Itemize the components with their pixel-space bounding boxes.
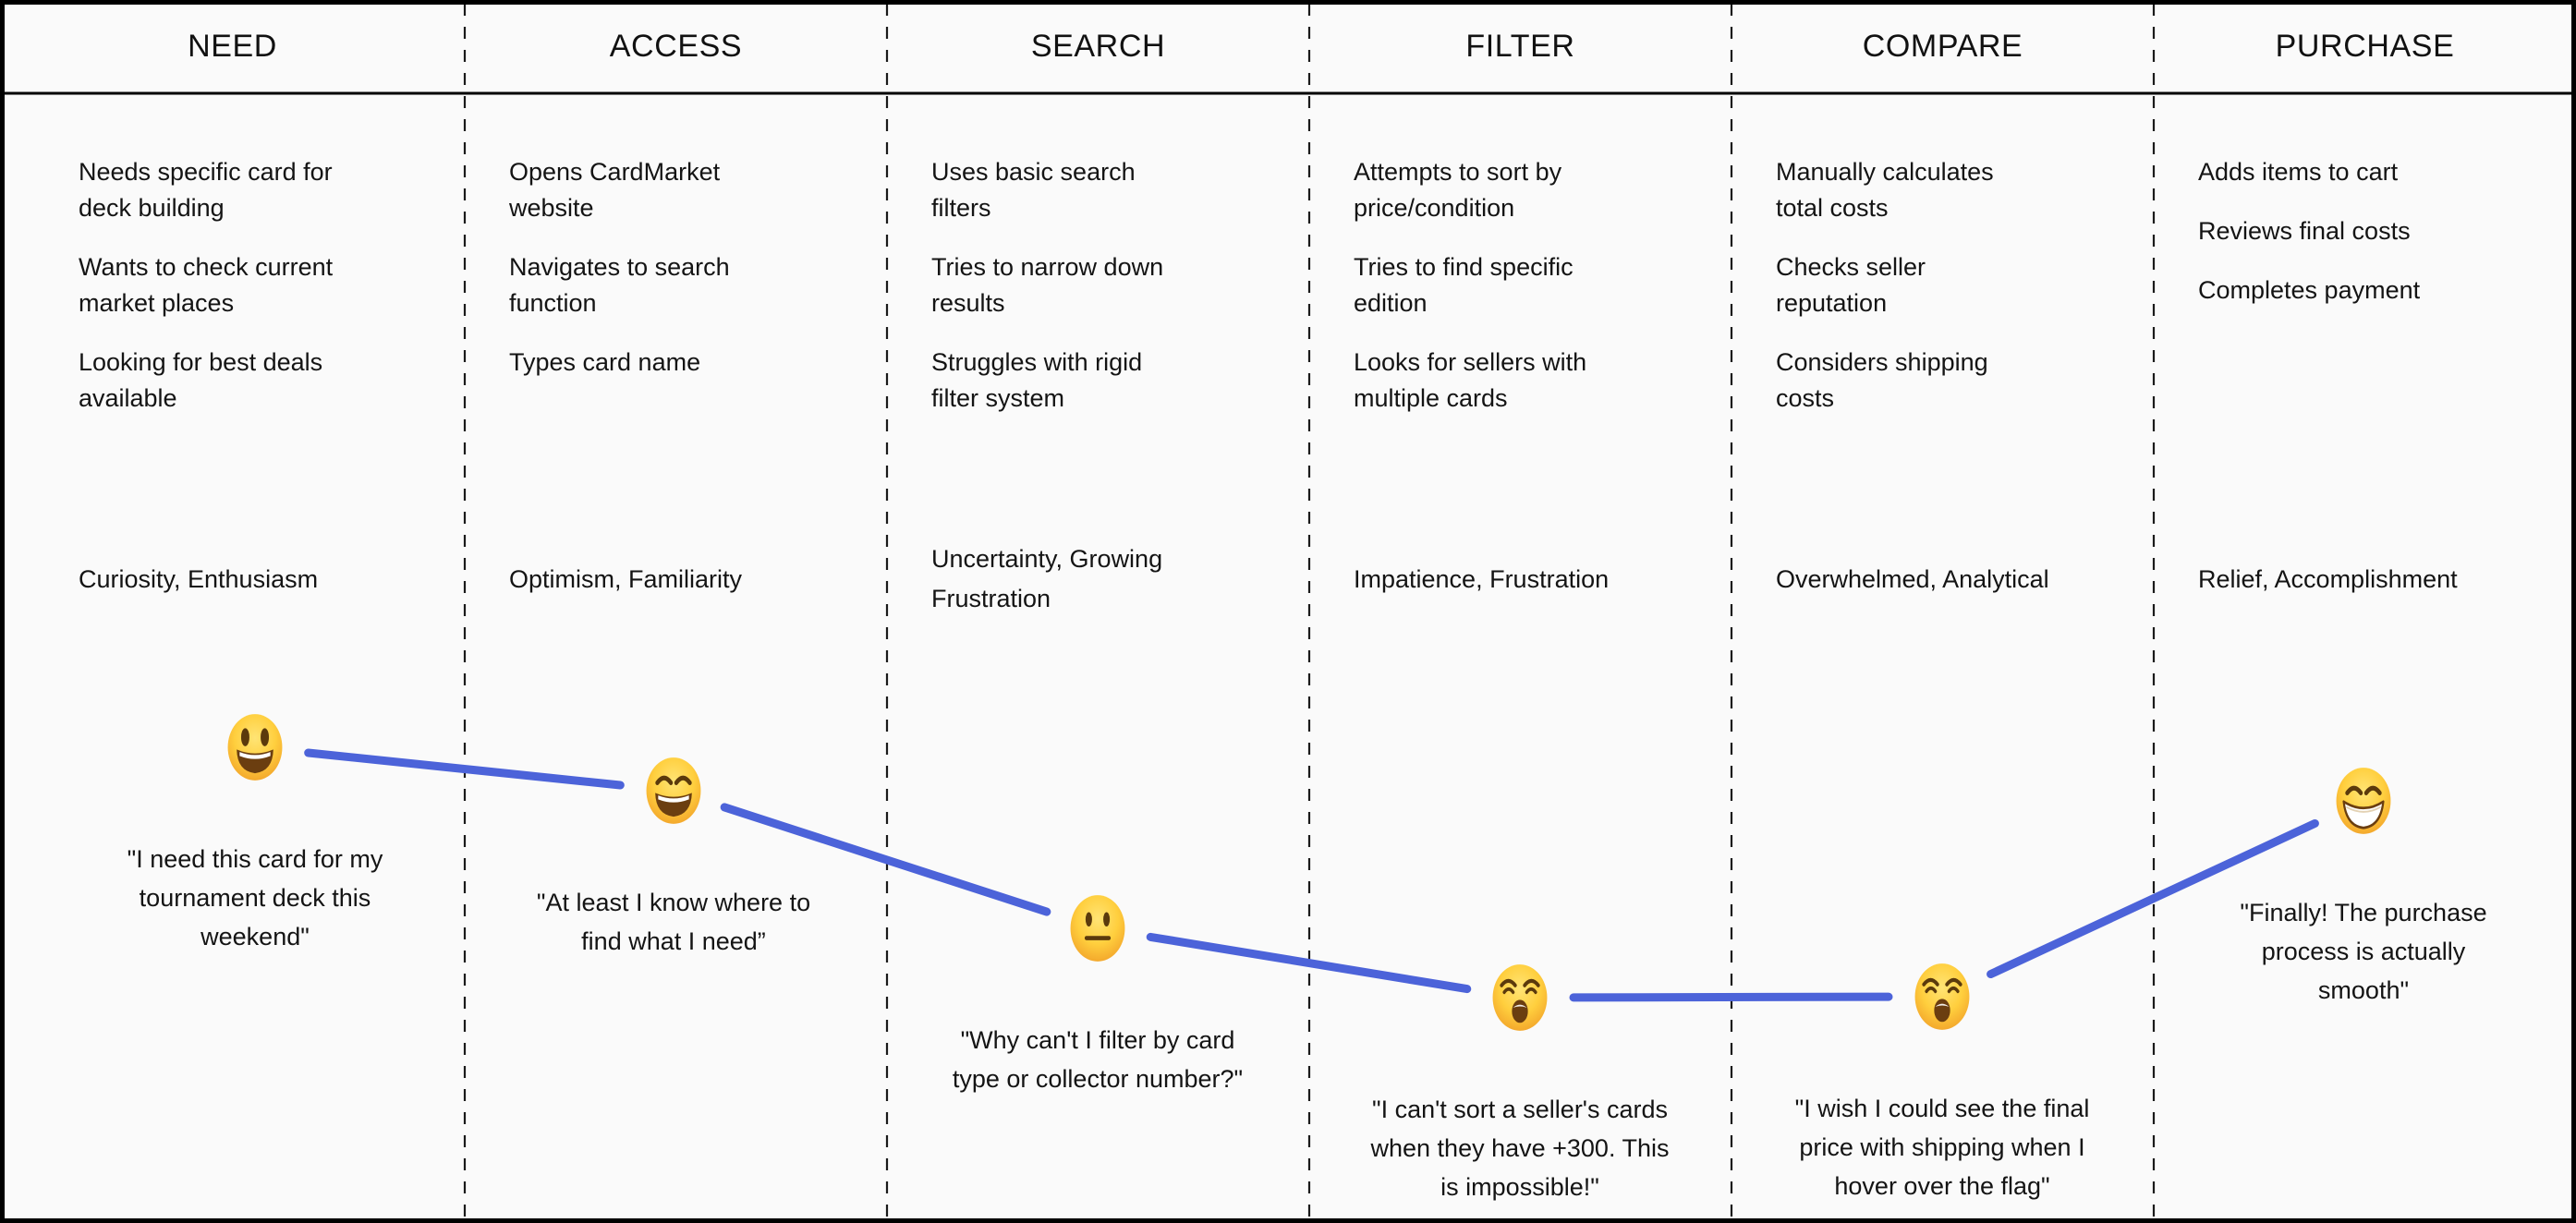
stage-column-need: NEED Needs specific card for deck buildi…: [0, 0, 465, 1223]
stage-title: ACCESS: [609, 29, 743, 64]
emotion-emoji-weary-face-icon: [1913, 961, 1972, 1033]
action-item: Tries to find specific edition: [1354, 253, 1574, 317]
action-item: Looking for best deals available: [79, 348, 323, 412]
action-item: Attempts to sort by price/condition: [1354, 158, 1562, 222]
stage-actions: Attempts to sort by price/condition Trie…: [1354, 154, 1707, 440]
action-item: Opens CardMarket website: [509, 158, 721, 222]
action-item: Wants to check current market places: [79, 253, 334, 317]
action-item: Looks for sellers with multiple cards: [1354, 348, 1587, 412]
action-item: Considers shipping costs: [1776, 348, 1988, 412]
stage-emotions-label: Impatience, Frustration: [1354, 564, 1610, 593]
action-item: Types card name: [509, 348, 701, 376]
stage-column-access: ACCESS Opens CardMarket website Navigate…: [465, 0, 887, 1223]
stage-title: FILTER: [1465, 29, 1575, 64]
emotion-emoji-neutral-face-icon: [1068, 892, 1127, 964]
action-item: Struggles with rigid filter system: [931, 348, 1143, 412]
stage-actions: Needs specific card for deck building Wa…: [79, 154, 441, 440]
action-item: Manually calculates total costs: [1776, 158, 1994, 222]
stage-title: COMPARE: [1862, 29, 2023, 64]
emotion-emoji-weary-face-icon: [1490, 962, 1549, 1034]
action-item: Checks seller reputation: [1776, 253, 1926, 317]
action-item: Navigates to search function: [509, 253, 730, 317]
stage-column-filter: FILTER Attempts to sort by price/conditi…: [1309, 0, 1732, 1223]
action-item: Reviews final costs: [2198, 217, 2411, 245]
stage-quote: "At least I know where to find what I ne…: [536, 889, 811, 955]
action-item: Completes payment: [2198, 276, 2421, 304]
stage-title: SEARCH: [1030, 29, 1166, 64]
stage-quote: "I wish I could see the final price with…: [1794, 1095, 2090, 1200]
stage-title: NEED: [188, 29, 277, 64]
stage-emotions-label: Curiosity, Enthusiasm: [79, 564, 319, 593]
stage-emotions-label: Uncertainty, Growing Frustration: [931, 545, 1163, 612]
stage-quote: "I can't sort a seller's cards when they…: [1370, 1096, 1670, 1201]
stage-actions: Manually calculates total costs Checks s…: [1776, 154, 2130, 440]
stage-emotions-label: Relief, Accomplishment: [2198, 564, 2458, 593]
stage-column-search: SEARCH Uses basic search filters Tries t…: [887, 0, 1309, 1223]
stage-quote: "I need this card for my tournament deck…: [127, 845, 383, 951]
action-item: Tries to narrow down results: [931, 253, 1164, 317]
stage-actions: Uses basic search filters Tries to narro…: [931, 154, 1285, 440]
emotion-emoji-grinning-face-icon: [225, 711, 285, 783]
action-item: Needs specific card for deck building: [79, 158, 333, 222]
stage-emotions-label: Optimism, Familiarity: [509, 564, 743, 593]
emotion-emoji-beaming-face-icon: [2334, 765, 2393, 837]
stage-actions: Adds items to cart Reviews final costs C…: [2198, 154, 2552, 332]
action-item: Adds items to cart: [2198, 158, 2399, 186]
stage-emotions-label: Overwhelmed, Analytical: [1776, 564, 2049, 593]
stage-quote: "Finally! The purchase process is actual…: [2240, 899, 2487, 1004]
stage-actions: Opens CardMarket website Navigates to se…: [509, 154, 863, 404]
stage-column-purchase: PURCHASE Adds items to cart Reviews fina…: [2154, 0, 2576, 1223]
action-item: Uses basic search filters: [931, 158, 1136, 222]
stage-column-compare: COMPARE Manually calculates total costs …: [1732, 0, 2154, 1223]
emotion-emoji-grinning-face-smiling-eyes-icon: [644, 755, 703, 827]
stage-quote: "Why can't I filter by card type or coll…: [952, 1026, 1244, 1093]
stage-title: PURCHASE: [2275, 29, 2455, 64]
